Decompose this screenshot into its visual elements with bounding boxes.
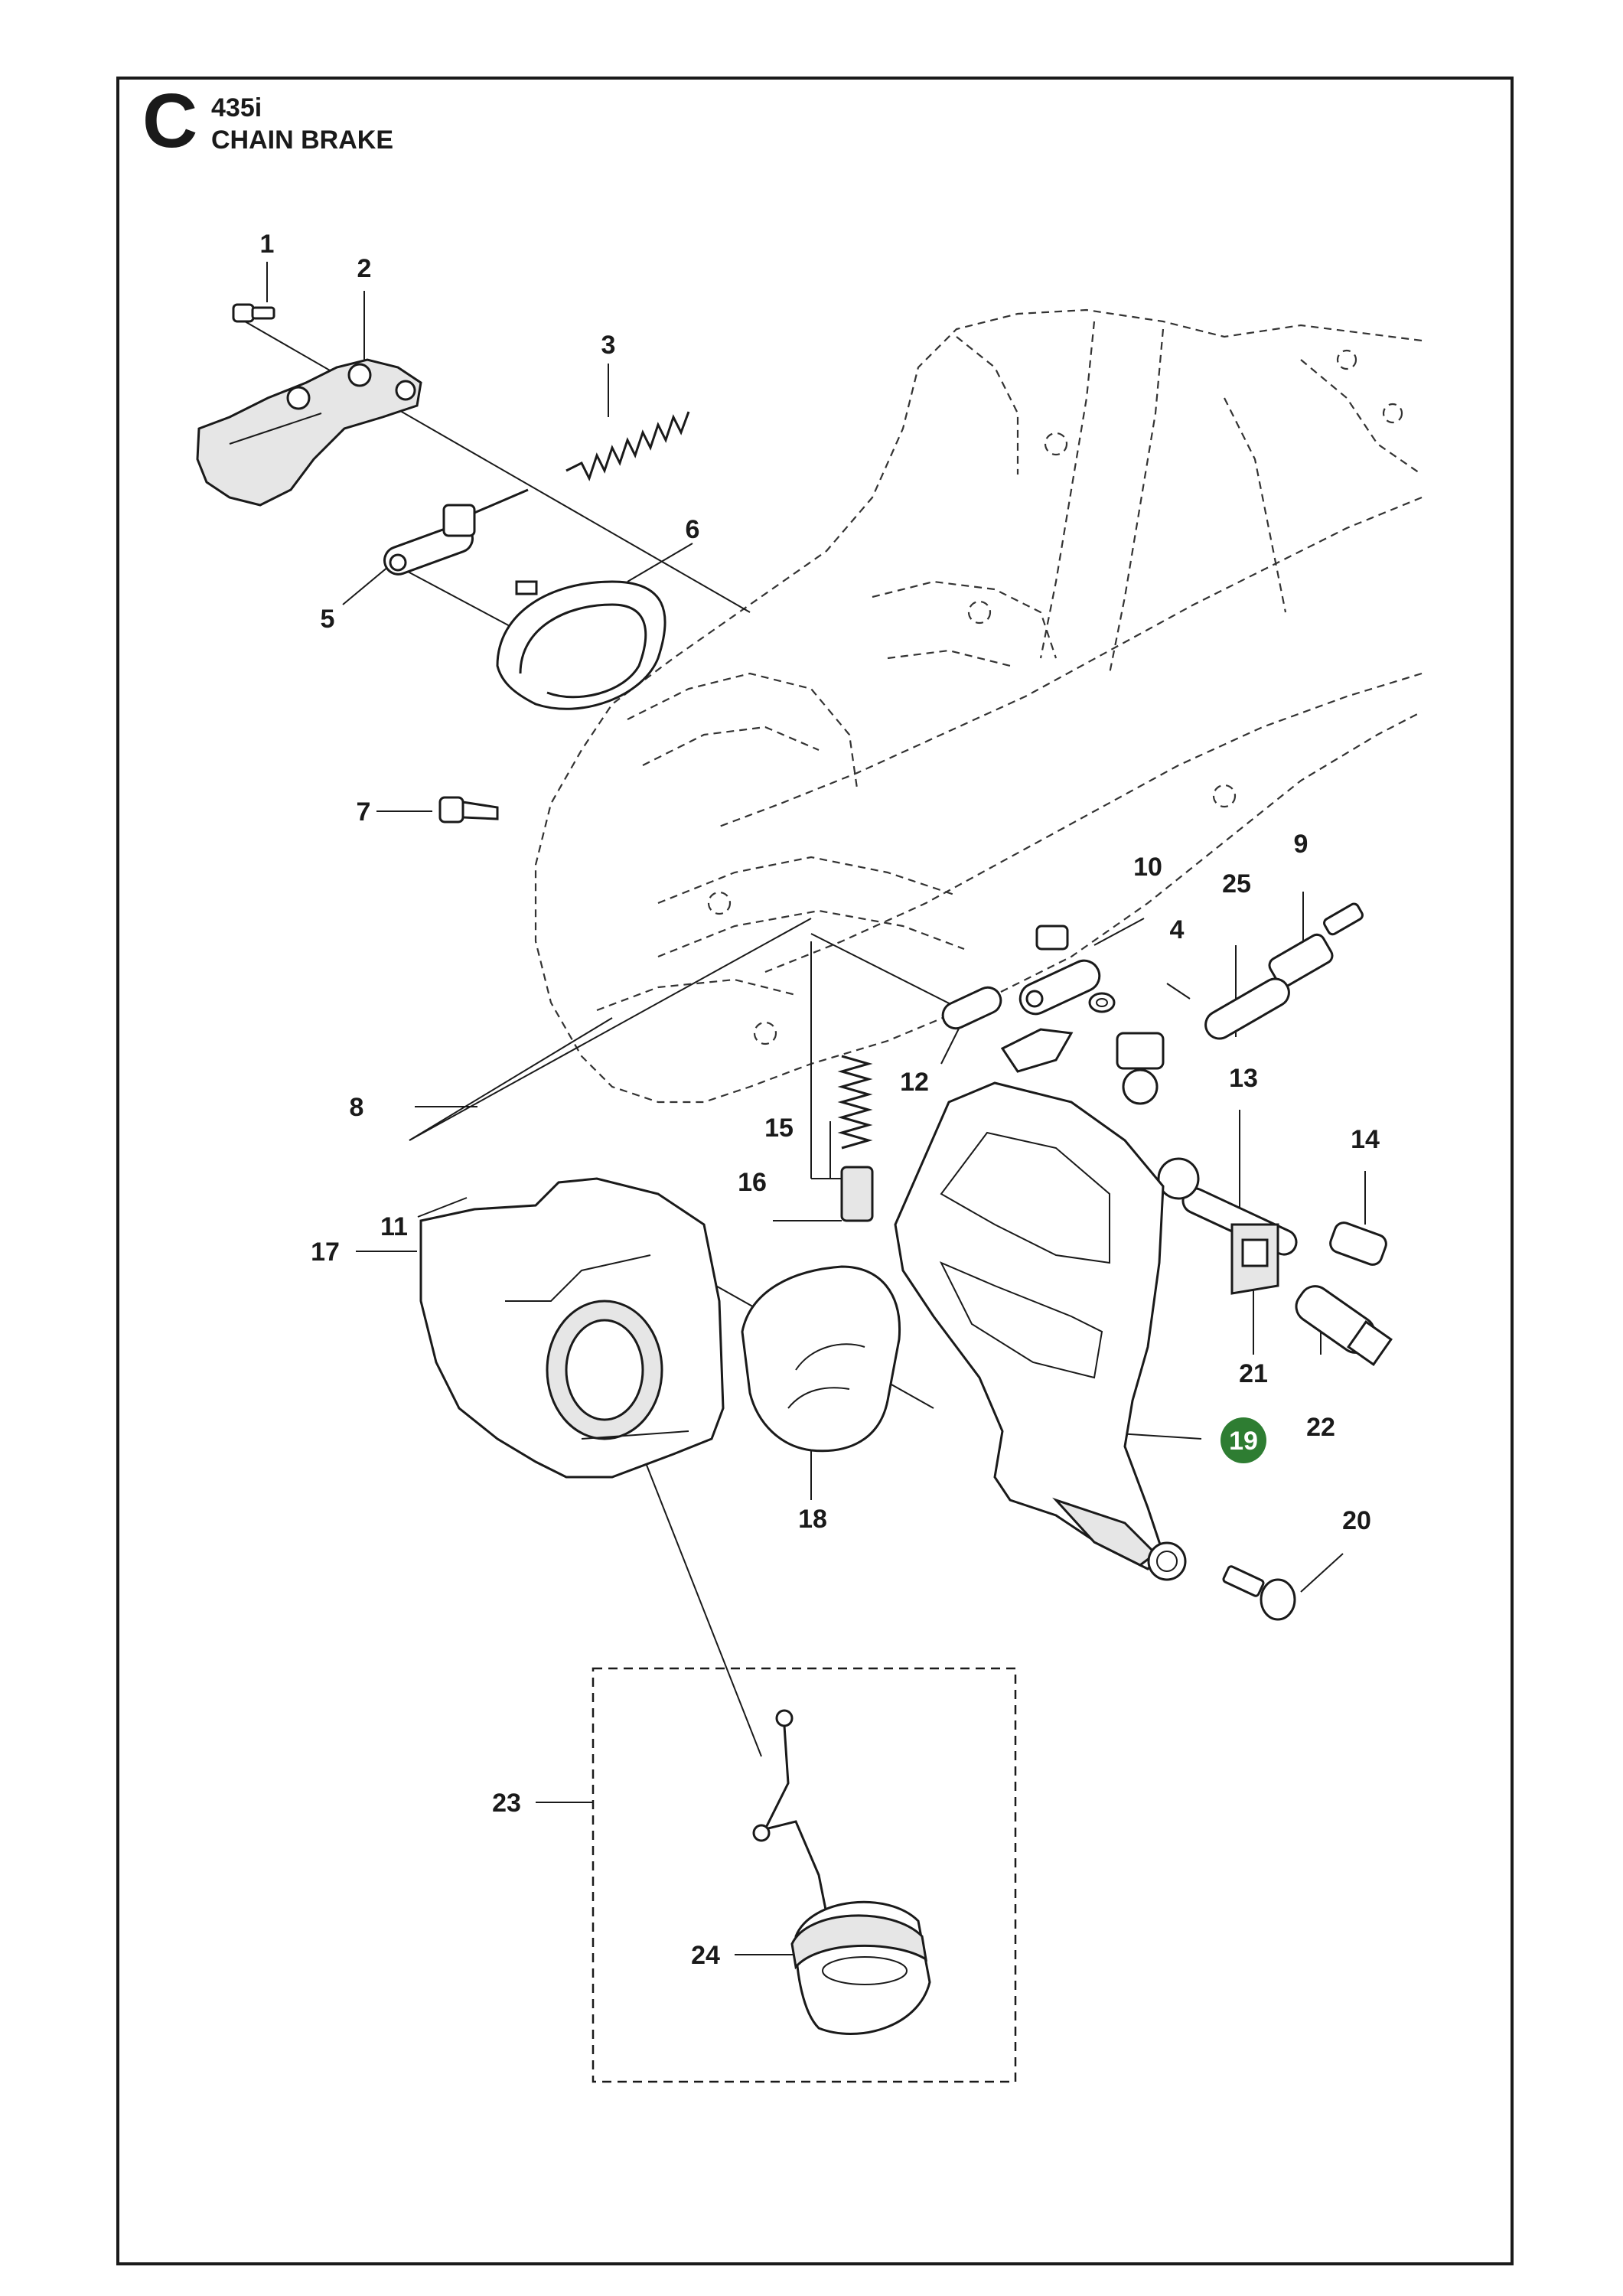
callout-25: 25: [1222, 869, 1251, 899]
callout-19-badge: [1221, 1417, 1266, 1463]
callout-2: 2: [357, 254, 372, 283]
callout-24: 24: [691, 1941, 720, 1970]
callout-3: 3: [601, 331, 616, 360]
callout-12: 12: [900, 1068, 929, 1097]
part-3-spring: [565, 411, 690, 481]
callout-16: 16: [738, 1168, 767, 1197]
part-4-washer: [1088, 992, 1116, 1013]
callout-20: 20: [1342, 1506, 1371, 1535]
part-6-brake-band: [496, 580, 666, 710]
callout-8: 8: [350, 1093, 364, 1122]
model-name: 435i: [211, 93, 262, 122]
callout-7: 7: [357, 797, 371, 827]
part-22-sleeve: [1295, 1285, 1393, 1366]
part-23-kit-box: [592, 1667, 1017, 2083]
part-5-lever: [383, 488, 529, 576]
part-19-hand-guard: [894, 1081, 1187, 1581]
callout-9: 9: [1294, 830, 1309, 859]
callout-19: 19: [1229, 1427, 1258, 1456]
part-24-cap: [790, 1900, 931, 2035]
part-24-strap: [752, 1709, 828, 1914]
callout-17: 17: [311, 1238, 340, 1267]
part-7-screw: [438, 796, 499, 823]
callout-1: 1: [260, 230, 275, 259]
callout-6: 6: [686, 515, 700, 544]
callout-4: 4: [1170, 915, 1185, 944]
callout-18: 18: [798, 1505, 827, 1534]
part-1-screw: [232, 303, 275, 323]
part-21-clip: [1230, 1223, 1279, 1295]
part-14-bushing: [1329, 1221, 1387, 1266]
callout-15: 15: [764, 1114, 794, 1143]
callout-11: 11: [380, 1212, 408, 1241]
part-16-block: [840, 1166, 874, 1222]
saw-body-outline: [534, 308, 1423, 1104]
callout-13: 13: [1229, 1064, 1258, 1093]
part-15-spring: [837, 1055, 873, 1150]
page-title: CHAIN BRAKE: [211, 126, 393, 155]
part-10-link: [1018, 925, 1101, 1016]
part-12-link: [941, 986, 1002, 1030]
part-2-bracket: [196, 358, 422, 507]
callout-22: 22: [1306, 1413, 1335, 1442]
callout-21: 21: [1239, 1359, 1268, 1388]
callout-23: 23: [492, 1789, 521, 1818]
leader-lines: [244, 262, 1366, 1955]
callout-10: 10: [1133, 853, 1162, 882]
part-20-screw: [1222, 1565, 1296, 1621]
callout-14: 14: [1351, 1125, 1380, 1154]
part-25-rod: [1204, 977, 1290, 1040]
part-9-pin: [1268, 902, 1364, 988]
callout-5: 5: [321, 605, 335, 634]
part-17-clutch-cover: [419, 1177, 725, 1479]
section-letter: C: [142, 78, 198, 164]
diagram-frame: [116, 77, 1514, 2265]
part-18-guard: [741, 1265, 901, 1453]
